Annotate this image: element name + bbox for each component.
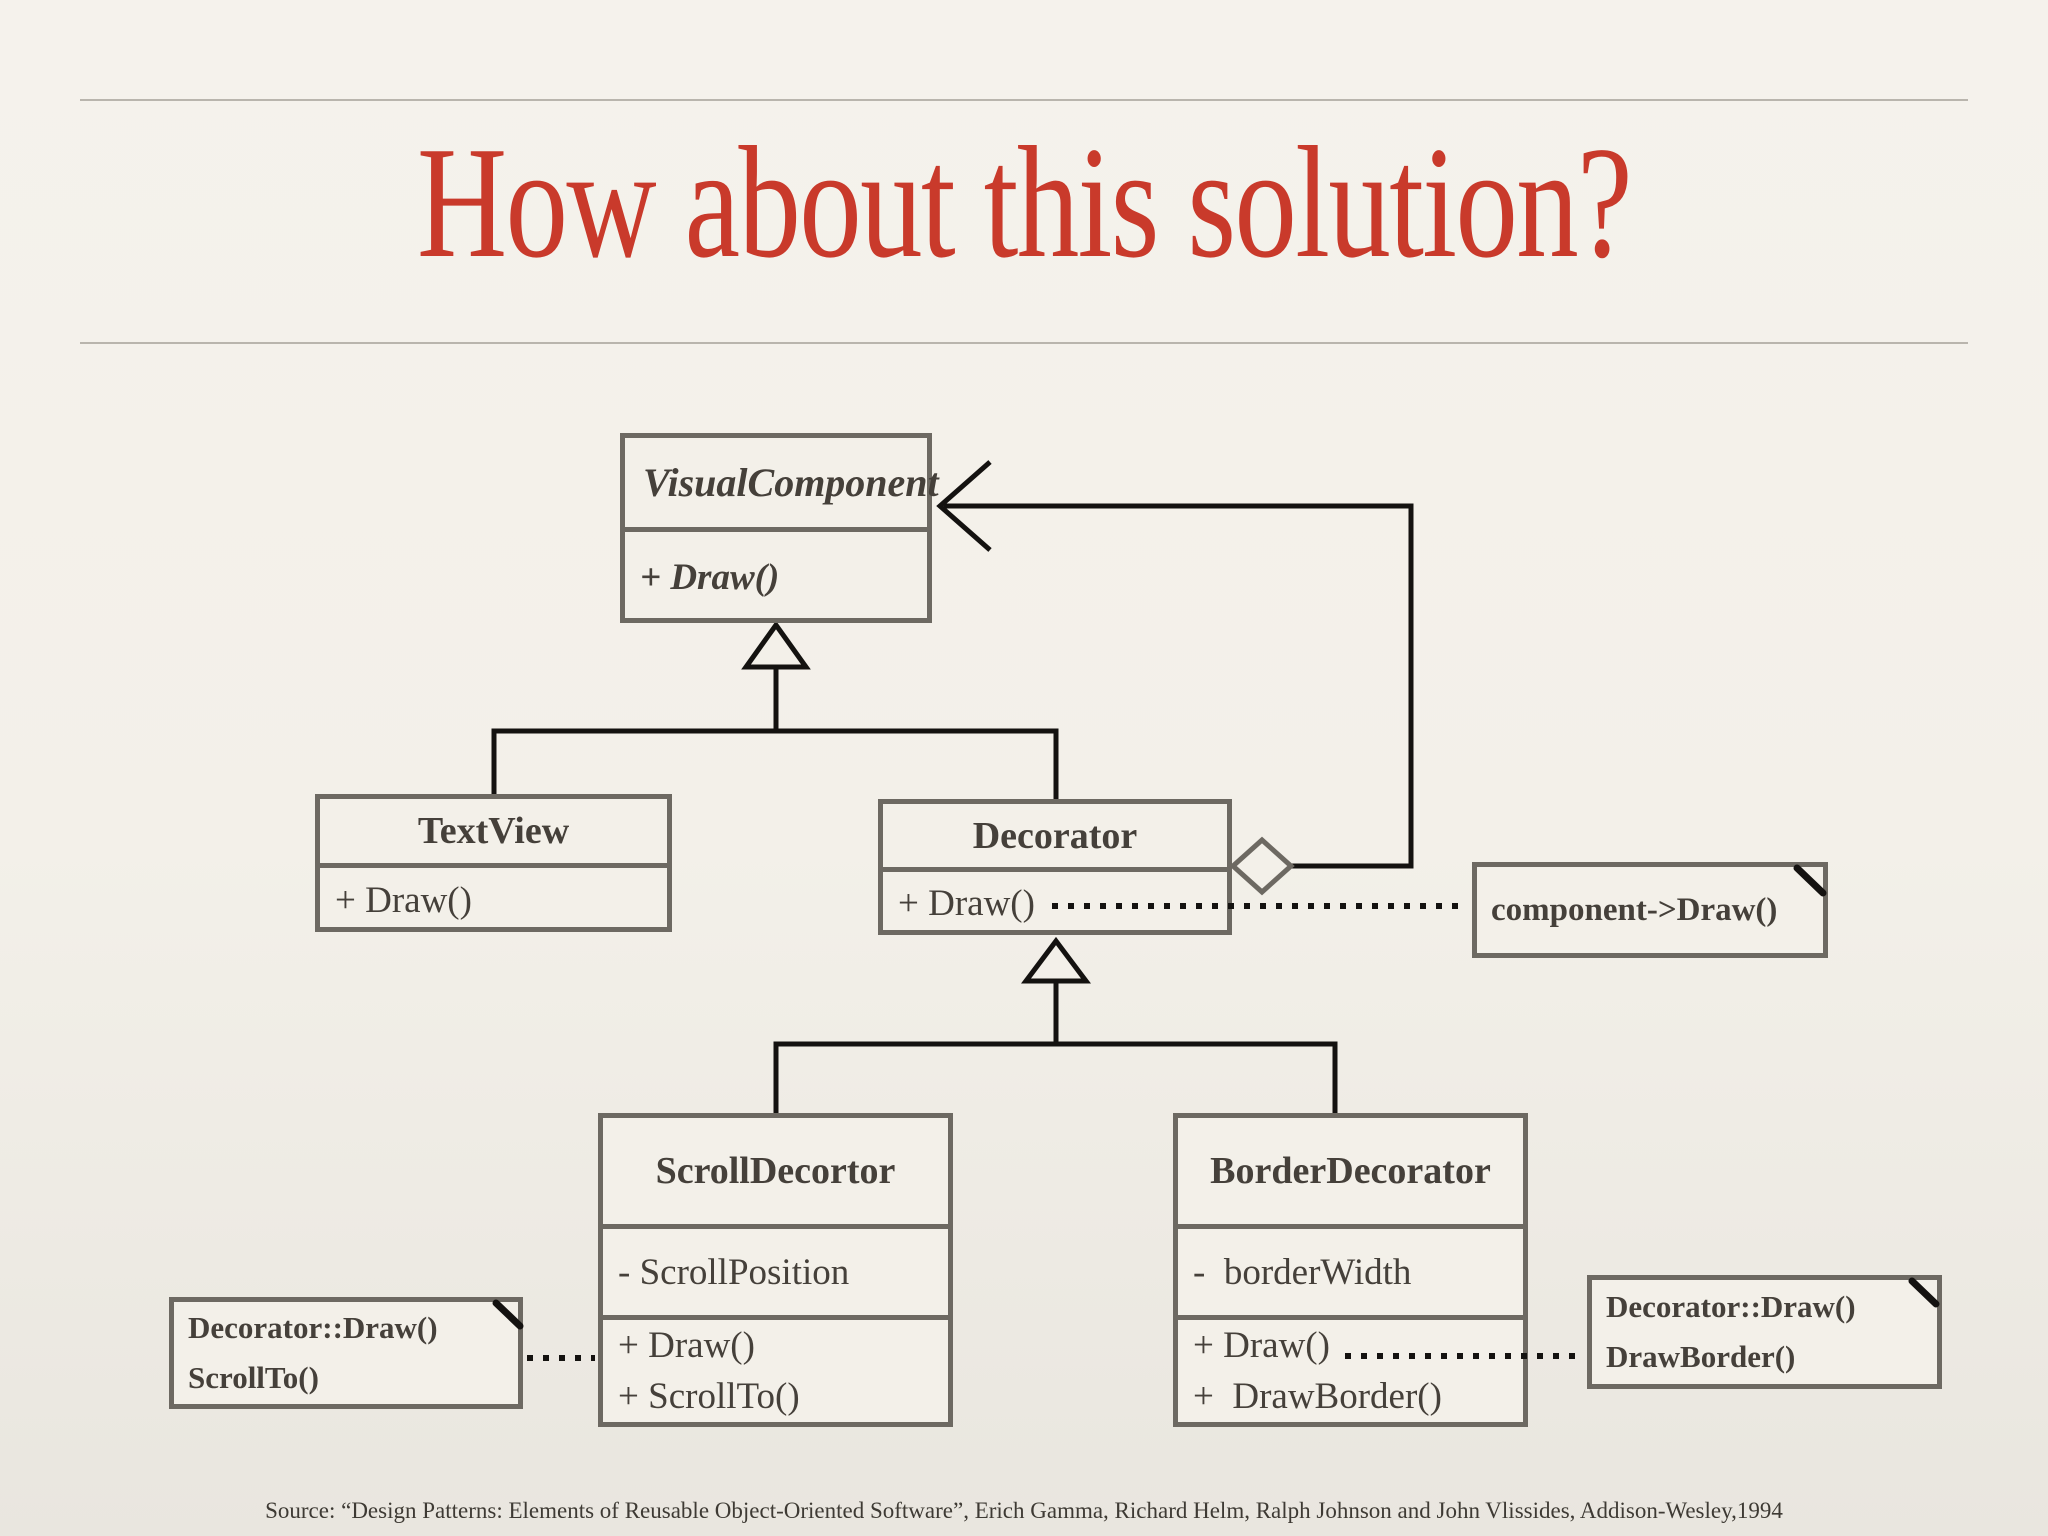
class-scrolldecortor: ScrollDecortor - ScrollPosition + Draw()… (598, 1113, 953, 1427)
method: + Draw() (640, 557, 780, 598)
note-line: Decorator::Draw() (188, 1310, 438, 1345)
note-scrolldecorator-draw: Decorator::Draw() ScrollTo() (169, 1297, 523, 1409)
class-name: ScrollDecortor (603, 1118, 948, 1229)
source-citation: Source: “Design Patterns: Elements of Re… (265, 1498, 1783, 1523)
method: + Draw() (335, 879, 472, 921)
attribute: - ScrollPosition (618, 1251, 850, 1293)
slide-title: How about this solution? (417, 113, 1633, 291)
title-underline-rule (80, 342, 1968, 344)
class-decorator: Decorator + Draw() (878, 799, 1232, 935)
attribute: - borderWidth (1193, 1251, 1412, 1293)
generalization-visualcomponent (491, 667, 1059, 803)
note-line: DrawBorder() (1606, 1339, 1796, 1374)
inheritance-triangle-icon (741, 620, 811, 670)
top-rule (80, 99, 1968, 101)
class-name: BorderDecorator (1178, 1118, 1523, 1229)
inheritance-triangle-icon (1021, 936, 1091, 984)
note-line: ScrollTo() (188, 1360, 319, 1395)
aggregation-diamond-icon (1229, 836, 1295, 896)
note-line: component->Draw() (1491, 892, 1778, 928)
method-list: + Draw() (883, 872, 1227, 935)
class-borderdecorator: BorderDecorator - borderWidth + Draw() +… (1173, 1113, 1528, 1427)
generalization-decorator (773, 981, 1338, 1116)
attribute-list: - borderWidth (1178, 1229, 1523, 1320)
class-textview: TextView + Draw() (315, 794, 672, 932)
class-visualcomponent: VisualComponent + Draw() (620, 433, 939, 623)
method-list: + Draw() + DrawBorder() (1178, 1320, 1523, 1422)
method: + Draw() (1193, 1325, 1330, 1366)
note-component-draw: component->Draw() (1472, 862, 1828, 958)
method: + Draw() (898, 883, 1035, 924)
method-list: + Draw() (625, 532, 927, 623)
method: + ScrollTo() (618, 1376, 800, 1417)
method: + Draw() (618, 1325, 755, 1366)
method: + DrawBorder() (1193, 1376, 1442, 1417)
class-name: TextView (320, 799, 667, 868)
class-name: Decorator (883, 804, 1227, 872)
method-list: + Draw() (320, 868, 667, 932)
note-borderdecorator-draw: Decorator::Draw() DrawBorder() (1587, 1275, 1942, 1389)
attribute-list: - ScrollPosition (603, 1229, 948, 1320)
note-line: Decorator::Draw() (1606, 1289, 1856, 1324)
class-name: VisualComponent (625, 438, 939, 532)
open-arrowhead-icon (936, 460, 992, 552)
method-list: + Draw() + ScrollTo() (603, 1320, 948, 1422)
